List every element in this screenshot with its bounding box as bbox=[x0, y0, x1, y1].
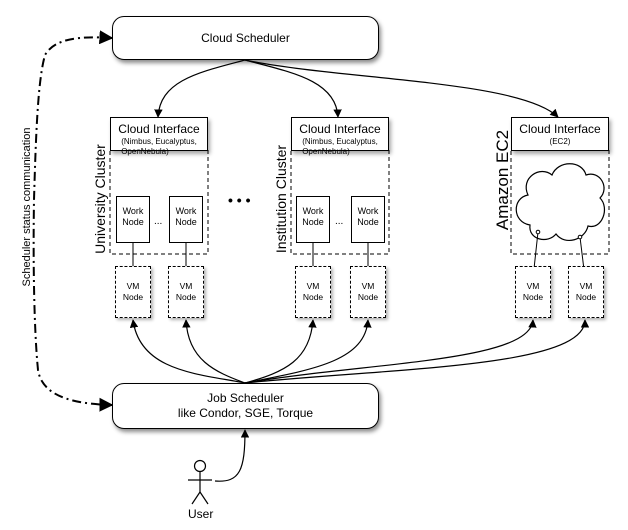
work-node: Work Node bbox=[296, 196, 330, 243]
cluster-label-university: University Cluster bbox=[92, 144, 108, 254]
cloud-interface-subtitle: (Nimbus, Eucalyptus, OpenNebula) bbox=[121, 137, 197, 156]
cluster-label-institution: Institution Cluster bbox=[273, 144, 289, 254]
cloud-interface-institution: Cloud Interface (Nimbus, Eucalyptus, Ope… bbox=[291, 117, 389, 156]
vm-node: VM Node bbox=[168, 266, 204, 318]
user-label: User bbox=[188, 507, 214, 521]
arrow-job-to-vm-4 bbox=[244, 319, 372, 384]
stick-figure-icon bbox=[188, 459, 212, 505]
cloud-scheduler-box: Cloud Scheduler bbox=[112, 16, 379, 60]
arrow-job-to-vm-3 bbox=[244, 319, 317, 384]
more-clusters-ellipsis: • • • bbox=[228, 192, 251, 208]
arrow-job-to-vm-2 bbox=[182, 319, 246, 384]
arrow-user-to-job-scheduler bbox=[214, 429, 250, 482]
work-node: Work Node bbox=[351, 196, 385, 243]
work-node: Work Node bbox=[116, 196, 150, 243]
cloud-scheduler-label: Cloud Scheduler bbox=[201, 31, 290, 45]
vm-node: VM Node bbox=[568, 266, 604, 318]
cloud-interface-title: Cloud Interface bbox=[118, 122, 200, 136]
job-scheduler-box: Job Scheduler like Condor, SGE, Torque bbox=[112, 383, 379, 429]
arrow-to-university-interface bbox=[154, 59, 246, 118]
cloud-interface-subtitle: (Nimbus, Eucalyptus, OpenNebula) bbox=[302, 137, 378, 156]
arrow-job-to-vm-1 bbox=[129, 319, 246, 384]
cloud-interface-subtitle: (EC2) bbox=[549, 137, 571, 146]
job-scheduler-subtitle: like Condor, SGE, Torque bbox=[177, 406, 314, 420]
cluster-label-amazon-ec2: Amazon EC2 bbox=[493, 129, 512, 231]
cloud-interface-title: Cloud Interface bbox=[519, 122, 601, 136]
vm-node: VM Node bbox=[115, 266, 151, 318]
arrow-job-to-vm-6 bbox=[244, 319, 590, 384]
work-node-ellipsis: ... bbox=[154, 216, 163, 227]
vm-node: VM Node bbox=[350, 266, 386, 318]
arrow-job-to-vm-5 bbox=[244, 319, 537, 384]
vm-node: VM Node bbox=[295, 266, 331, 318]
cloud-icon bbox=[515, 163, 605, 242]
cloud-interface-university: Cloud Interface (Nimbus, Eucalyptus, Ope… bbox=[110, 117, 208, 156]
work-node: Work Node bbox=[169, 196, 203, 243]
cloud-interface-ec2: Cloud Interface (EC2) bbox=[511, 117, 609, 151]
arrow-to-ec2-interface bbox=[244, 59, 559, 118]
status-communication-label: Scheduler status communication bbox=[21, 127, 33, 287]
vm-node: VM Node bbox=[515, 266, 551, 318]
work-node-ellipsis: ... bbox=[335, 216, 344, 227]
status-communication-arrow bbox=[32, 30, 114, 412]
arrow-to-institution-interface bbox=[244, 59, 342, 118]
cloud-interface-title: Cloud Interface bbox=[299, 122, 381, 136]
job-scheduler-title: Job Scheduler bbox=[207, 391, 284, 405]
